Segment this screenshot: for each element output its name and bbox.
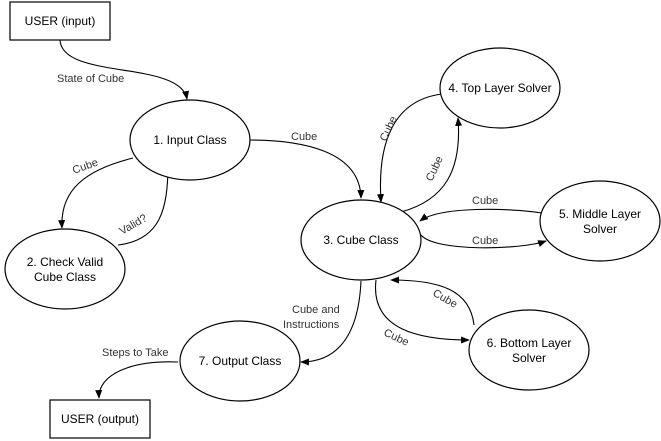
node-check-valid-line2: Cube Class xyxy=(34,270,96,284)
edge-input-to-check: Cube xyxy=(58,157,134,229)
node-output-class: 7. Output Class xyxy=(179,320,301,402)
edge-label-top-to-cube: Cube xyxy=(378,114,400,143)
edge-label-input-to-check: Cube xyxy=(71,157,100,177)
edge-middle-to-cube: Cube xyxy=(419,195,543,222)
edge-label-cube-and: Cube and xyxy=(292,304,340,316)
edge-label-middle-to-cube: Cube xyxy=(472,195,498,207)
edge-label-bottom-to-cube: Cube xyxy=(431,287,460,311)
edge-input-to-cube: Cube xyxy=(248,131,365,199)
edge-cube-to-middle: Cube xyxy=(420,234,547,249)
node-top-layer-solver-label: 4. Top Layer Solver xyxy=(448,81,551,95)
edge-cube-to-bottom: Cube xyxy=(375,279,470,349)
node-cube-class: 3. Cube Class xyxy=(300,199,422,281)
node-user-input-label: USER (input) xyxy=(25,14,96,28)
node-check-valid: 2. Check Valid Cube Class xyxy=(4,228,126,310)
node-bottom-layer-solver: 6. Bottom Layer Solver xyxy=(468,309,590,391)
node-bottom-layer-line1: 6. Bottom Layer xyxy=(487,336,572,350)
node-cube-class-label: 3. Cube Class xyxy=(323,233,398,247)
edge-check-to-input: Valid? xyxy=(118,163,172,246)
node-check-valid-line1: 2. Check Valid xyxy=(27,255,103,269)
edge-label-valid: Valid? xyxy=(118,212,150,237)
edge-label-input-to-cube: Cube xyxy=(291,131,317,143)
node-user-input: USER (input) xyxy=(9,1,111,41)
edge-label-state-of-cube: State of Cube xyxy=(57,73,124,85)
edge-cube-to-top: Cube xyxy=(400,117,463,213)
node-top-layer-solver: 4. Top Layer Solver xyxy=(439,47,561,129)
edge-top-to-cube: Cube xyxy=(376,93,443,203)
edge-bottom-to-cube: Cube xyxy=(390,276,475,326)
node-output-class-label: 7. Output Class xyxy=(199,354,282,368)
node-middle-layer-line1: 5. Middle Layer xyxy=(559,207,641,221)
edge-label-steps-to-take: Steps to Take xyxy=(102,347,168,359)
edge-label-cube-to-top: Cube xyxy=(424,154,446,183)
edge-output-to-user: Steps to Take xyxy=(95,347,179,399)
edge-cube-to-output: Cube and Instructions xyxy=(283,280,362,366)
edge-user-to-input: State of Cube xyxy=(57,39,190,100)
node-middle-layer-solver: 5. Middle Layer Solver xyxy=(539,180,661,262)
edge-label-instructions: Instructions xyxy=(283,319,340,331)
node-user-output: USER (output) xyxy=(49,399,151,439)
node-input-class: 1. Input Class xyxy=(129,99,251,181)
node-input-class-label: 1. Input Class xyxy=(153,133,226,147)
node-middle-layer-line2: Solver xyxy=(583,222,617,236)
node-bottom-layer-line2: Solver xyxy=(512,351,546,365)
node-user-output-label: USER (output) xyxy=(61,412,139,426)
edge-label-cube-to-middle: Cube xyxy=(472,235,498,247)
